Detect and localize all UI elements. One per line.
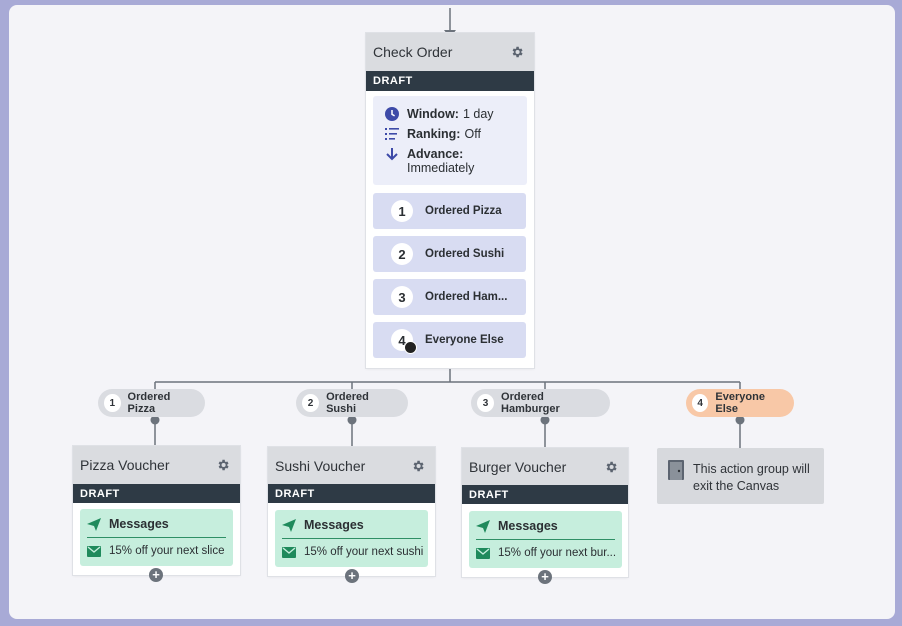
- path-number: 3: [391, 286, 413, 308]
- gear-icon[interactable]: [411, 459, 425, 473]
- everyone-else-icon: [404, 341, 417, 354]
- advance-setting: Advance: Immediately: [385, 147, 474, 175]
- branch-number: 3: [477, 394, 495, 412]
- advance-label: Advance:: [407, 147, 464, 161]
- window-label: Window:: [407, 107, 459, 121]
- path-label: Ordered Sushi: [425, 248, 505, 260]
- burger-voucher-step[interactable]: Burger Voucher DRAFT Messages 15% off yo…: [462, 448, 628, 577]
- gear-icon[interactable]: [510, 45, 524, 59]
- message-item[interactable]: 15% off your next sushi: [282, 546, 423, 558]
- branch-pill-1[interactable]: 1 Ordered Pizza: [98, 389, 205, 417]
- step-header: Burger Voucher: [462, 448, 628, 485]
- path-number-everyone-else: 4: [391, 329, 417, 354]
- divider: [87, 537, 226, 538]
- messages-title-text: Messages: [498, 519, 558, 533]
- messages-title: Messages: [87, 517, 169, 531]
- branch-label: Ordered Pizza: [127, 391, 171, 415]
- send-icon: [282, 518, 296, 532]
- path-number-text: 4: [398, 332, 406, 348]
- path-number: 1: [391, 200, 413, 222]
- messages-title: Messages: [282, 518, 364, 532]
- message-item[interactable]: 15% off your next slice: [87, 545, 225, 557]
- path-label: Ordered Pizza: [425, 205, 502, 217]
- branch-label: Ordered Sushi: [326, 391, 369, 415]
- ranking-value: Off: [464, 127, 481, 141]
- send-icon: [87, 517, 101, 531]
- email-icon: [87, 545, 101, 557]
- divider: [282, 538, 421, 539]
- draft-badge: DRAFT: [73, 484, 240, 503]
- draft-badge: DRAFT: [462, 485, 628, 504]
- branch-label: Ordered Hamburger: [501, 391, 560, 415]
- exit-line-2: exit the Canvas: [693, 479, 780, 493]
- branch-number: 4: [692, 394, 709, 412]
- exit-message: This action group will exit the Canvas: [693, 461, 810, 495]
- message-item[interactable]: 15% off your next bur...: [476, 547, 616, 559]
- window-setting: Window: 1 day: [385, 107, 494, 121]
- check-order-step[interactable]: Check Order DRAFT Window: 1 day Ranking:…: [366, 33, 534, 368]
- path-label: Ordered Ham...: [425, 291, 508, 303]
- ranking-icon: [385, 128, 399, 140]
- exit-canvas-card[interactable]: This action group will exit the Canvas: [657, 448, 824, 504]
- branch-number: 2: [302, 394, 320, 412]
- draft-badge: DRAFT: [366, 71, 534, 91]
- messages-title-text: Messages: [109, 517, 169, 531]
- email-icon: [476, 547, 490, 559]
- sushi-voucher-step[interactable]: Sushi Voucher DRAFT Messages 15% off you…: [268, 447, 435, 576]
- divider: [476, 539, 615, 540]
- arrow-down-icon: [386, 148, 398, 161]
- step-title: Sushi Voucher: [275, 457, 366, 474]
- branch-pill-4[interactable]: 4 Everyone Else: [686, 389, 794, 417]
- message-text: 15% off your next sushi: [304, 546, 424, 558]
- exit-door-icon: [668, 460, 684, 480]
- messages-section[interactable]: Messages 15% off your next sushi: [275, 510, 428, 567]
- add-step-button[interactable]: +: [345, 569, 359, 583]
- message-text: 15% off your next bur...: [498, 547, 617, 559]
- add-step-button[interactable]: +: [538, 570, 552, 584]
- email-icon: [282, 546, 296, 558]
- draft-badge: DRAFT: [268, 484, 435, 503]
- path-item[interactable]: 1 Ordered Pizza: [373, 193, 526, 229]
- messages-section[interactable]: Messages 15% off your next bur...: [469, 511, 622, 568]
- ranking-label: Ranking:: [407, 127, 461, 141]
- messages-title: Messages: [476, 519, 558, 533]
- step-title: Burger Voucher: [469, 458, 567, 475]
- step-header: Pizza Voucher: [73, 446, 240, 484]
- pizza-voucher-step[interactable]: Pizza Voucher DRAFT Messages 15% off you…: [73, 446, 240, 575]
- gear-icon[interactable]: [216, 458, 230, 472]
- clock-icon: [385, 107, 399, 121]
- path-item[interactable]: 4 Everyone Else: [373, 322, 526, 358]
- branch-pill-3[interactable]: 3 Ordered Hamburger: [471, 389, 610, 417]
- path-label: Everyone Else: [425, 334, 504, 346]
- path-number: 2: [391, 243, 413, 265]
- step-header: Sushi Voucher: [268, 447, 435, 484]
- step-title: Pizza Voucher: [80, 457, 170, 473]
- path-item[interactable]: 2 Ordered Sushi: [373, 236, 526, 272]
- messages-title-text: Messages: [304, 518, 364, 532]
- messages-section[interactable]: Messages 15% off your next slice: [80, 509, 233, 566]
- branch-pill-2[interactable]: 2 Ordered Sushi: [296, 389, 408, 417]
- step-header: Check Order: [366, 33, 534, 71]
- exit-line-1: This action group will: [693, 462, 810, 476]
- add-step-button[interactable]: +: [149, 568, 163, 582]
- gear-icon[interactable]: [604, 460, 618, 474]
- advance-value: Immediately: [407, 161, 475, 175]
- ranking-setting: Ranking: Off: [385, 127, 481, 141]
- window-value: 1 day: [462, 107, 494, 121]
- send-icon: [476, 519, 490, 533]
- step-settings[interactable]: Window: 1 day Ranking: Off Advance: Imme…: [373, 96, 527, 185]
- path-item[interactable]: 3 Ordered Ham...: [373, 279, 526, 315]
- step-title: Check Order: [373, 44, 453, 60]
- message-text: 15% off your next slice: [109, 545, 225, 557]
- branch-label: Everyone Else: [715, 391, 765, 415]
- branch-number: 1: [104, 394, 121, 412]
